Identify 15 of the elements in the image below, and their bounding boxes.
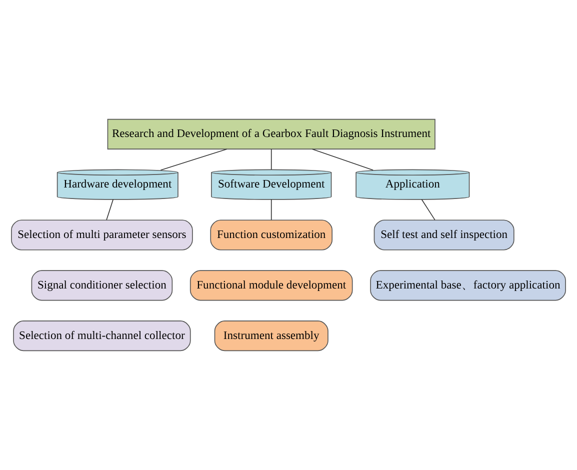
- node-box: Research and Development of a Gearbox Fault Diagnosis Instrument: [107, 118, 436, 150]
- node-box: Instrument assembly: [214, 320, 328, 352]
- connector: [270, 199, 272, 220]
- node-box: Functional module development: [190, 270, 353, 301]
- node-box: Selection of multi parameter sensors: [11, 220, 193, 250]
- node-box: Experimental base、factory application: [370, 270, 566, 301]
- node-box: Selection of multi-channel collector: [13, 320, 191, 352]
- connector: [421, 199, 436, 220]
- node-box: Self test and self inspection: [374, 220, 514, 250]
- connector: [160, 148, 228, 171]
- connector: [106, 199, 114, 220]
- node-box: Function customization: [210, 220, 332, 250]
- connector: [270, 148, 272, 170]
- node-box: Signal conditioner selection: [31, 270, 173, 301]
- connector: [312, 148, 374, 171]
